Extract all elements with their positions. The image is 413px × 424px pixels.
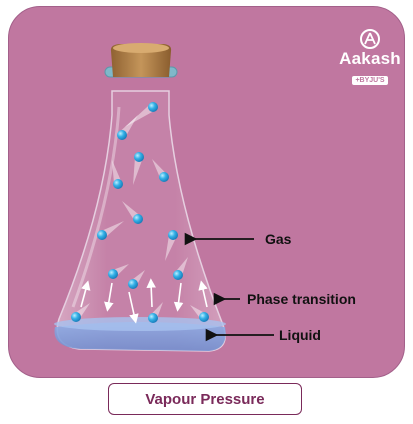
molecule-trail	[133, 156, 143, 185]
logo-emblem-icon	[360, 29, 380, 49]
molecule-trail	[125, 103, 156, 127]
molecule	[97, 230, 107, 240]
gas-molecules	[71, 102, 209, 323]
cork	[110, 44, 172, 77]
aakash-logo: Aakash +BYJU'S	[335, 29, 404, 89]
phase-transition-arrows	[80, 278, 208, 324]
molecule	[134, 152, 144, 162]
molecule	[108, 269, 118, 279]
label-gas: Gas	[265, 231, 292, 247]
logo-brand: Aakash	[339, 49, 401, 68]
flask-illustration	[54, 43, 274, 352]
molecule	[113, 179, 123, 189]
caption-box: Vapour Pressure	[108, 383, 302, 415]
molecule	[117, 130, 127, 140]
caption-title: Vapour Pressure	[145, 390, 265, 408]
logo-sub: +BYJU'S	[352, 76, 388, 85]
molecule	[159, 172, 169, 182]
molecule	[148, 102, 158, 112]
label-liquid: Liquid	[279, 327, 321, 343]
molecule	[168, 230, 178, 240]
molecule	[71, 312, 81, 322]
label-phase-transition: Phase transition	[247, 291, 356, 307]
molecule	[199, 312, 209, 322]
molecule	[133, 214, 143, 224]
molecule-trail	[165, 233, 177, 261]
molecule	[173, 270, 183, 280]
illustration-panel: Aakash +BYJU'S Gas Phase transition Liqu…	[8, 6, 405, 378]
molecule	[128, 279, 138, 289]
molecule-trail	[112, 160, 122, 185]
molecule	[148, 313, 158, 323]
